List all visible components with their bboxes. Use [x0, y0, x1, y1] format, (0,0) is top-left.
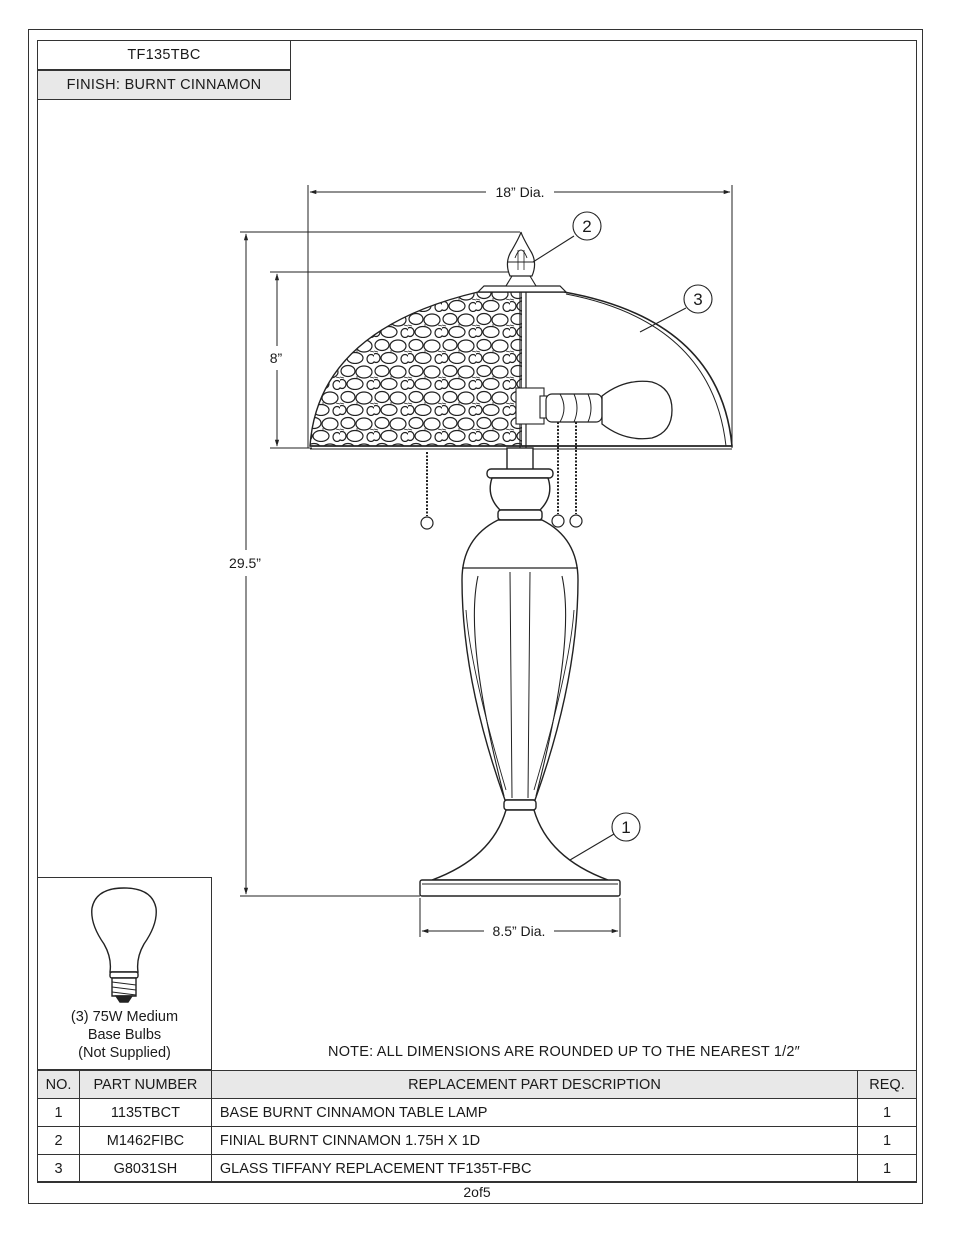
dimension-lines — [240, 185, 733, 937]
bulb-info-box — [37, 877, 212, 1070]
bulb-line-2: Base Bulbs — [87, 1027, 162, 1043]
pull-chains — [420, 422, 583, 530]
cell-no: 1 — [37, 1098, 80, 1127]
bulb-line-1: (3) 75W Medium — [70, 1009, 179, 1025]
table-header-row: NO. PART NUMBER REPLACEMENT PART DESCRIP… — [37, 1070, 917, 1099]
page-number: 2of5 — [463, 1184, 491, 1200]
bulb-spec: (3) 75W Medium Base Bulbs (Not Supplied) — [37, 1008, 212, 1062]
bulb-icon — [91, 887, 157, 1003]
table-row: 1 1135TBCT BASE BURNT CINNAMON TABLE LAM… — [37, 1098, 917, 1127]
shade-diameter-label: 18” Dia. — [495, 184, 544, 200]
finish-label: FINISH: BURNT CINNAMON — [37, 70, 291, 100]
col-header-no: NO. — [37, 1070, 80, 1099]
model-number: TF135TBC — [37, 40, 291, 70]
cell-part-number: 1135TBCT — [78, 1098, 212, 1127]
parts-table: NO. PART NUMBER REPLACEMENT PART DESCRIP… — [37, 1070, 917, 1183]
cell-no: 3 — [37, 1154, 80, 1183]
cell-no: 2 — [37, 1126, 80, 1155]
base-diameter-label: 8.5” Dia. — [493, 923, 546, 939]
cell-req: 1 — [857, 1126, 917, 1155]
page-border — [28, 29, 923, 1204]
cell-part-number: G8031SH — [78, 1154, 212, 1183]
cell-description: FINIAL BURNT CINNAMON 1.75H X 1D — [210, 1126, 859, 1155]
col-header-req: REQ. — [857, 1070, 917, 1099]
lamp-socket — [515, 292, 673, 470]
cell-description: GLASS TIFFANY REPLACEMENT TF135T-FBC — [210, 1154, 859, 1183]
cell-req: 1 — [857, 1154, 917, 1183]
callout-1: 1 — [621, 818, 630, 837]
callouts — [532, 211, 713, 861]
dimension-note: NOTE: ALL DIMENSIONS ARE ROUNDED UP TO T… — [328, 1044, 800, 1060]
table-row: 2 M1462FIBC FINIAL BURNT CINNAMON 1.75H … — [37, 1126, 917, 1155]
cell-req: 1 — [857, 1098, 917, 1127]
total-height-label: 29.5” — [229, 555, 261, 571]
cell-description: BASE BURNT CINNAMON TABLE LAMP — [210, 1098, 859, 1127]
table-row: 3 G8031SH GLASS TIFFANY REPLACEMENT TF13… — [37, 1154, 917, 1183]
callout-3: 3 — [693, 290, 702, 309]
cell-part-number: M1462FIBC — [78, 1126, 212, 1155]
callout-2: 2 — [582, 217, 591, 236]
col-header-part-number: PART NUMBER — [78, 1070, 212, 1099]
bulb-line-3: (Not Supplied) — [78, 1045, 171, 1061]
shade-height-label: 8” — [270, 350, 283, 366]
lamp-base — [419, 447, 621, 897]
col-header-description: REPLACEMENT PART DESCRIPTION — [210, 1070, 859, 1099]
